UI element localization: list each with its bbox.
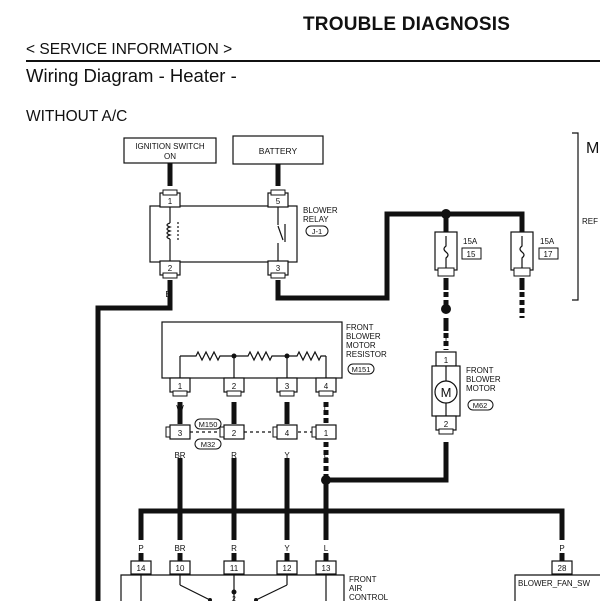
fuse-15-wire: Y xyxy=(443,280,449,289)
resistor-wire-r: R xyxy=(231,404,237,413)
relay-wire-color-b: B xyxy=(165,290,170,299)
splice-points xyxy=(321,209,451,485)
fuse-15: 15A 15 Y xyxy=(434,231,482,289)
blower-fan-sw-pin: 28 xyxy=(558,564,567,573)
resistor-code: M151 xyxy=(352,365,371,374)
connector-wire-br: BR xyxy=(174,451,185,460)
relay-coil-icon xyxy=(166,222,172,240)
motor-label-1: FRONT xyxy=(466,366,494,375)
air-control-wire-p: P xyxy=(138,544,143,553)
relay-pin-1: 1 xyxy=(168,197,173,206)
blower-relay-label-1: BLOWER xyxy=(303,206,338,215)
resistor-label-1: FRONT xyxy=(346,323,374,332)
resistor-pin-3: 3 xyxy=(285,382,290,391)
air-control-label-2: AIR xyxy=(349,584,363,593)
resistor-icon xyxy=(180,350,326,362)
resistor-label-2: BLOWER xyxy=(346,332,381,341)
blower-fan-sw-wire: P xyxy=(559,544,564,553)
relay-pin-3: 3 xyxy=(276,264,281,273)
relay-pin-5: 5 xyxy=(276,197,281,206)
resistor-pin-2: 2 xyxy=(232,382,237,391)
motor-symbol: M xyxy=(441,385,452,400)
fuse-17: 15A 17 Y xyxy=(510,231,559,289)
blower-relay: 1 5 2 3 BLOWER RELAY J-1 B xyxy=(149,189,338,299)
fuse-15-amps: 15A xyxy=(463,237,478,246)
battery-box: BATTERY xyxy=(232,135,324,165)
front-air-control: P BR R Y L 14 10 11 12 13 xyxy=(120,544,389,601)
connector-pin-1: 1 xyxy=(324,429,329,438)
variant-label: WITHOUT A/C xyxy=(26,108,128,125)
motor-label-3: MOTOR xyxy=(466,384,496,393)
connector-code-m32: M32 xyxy=(201,440,216,449)
air-control-pin-13: 13 xyxy=(322,564,331,573)
connector-pin-4: 4 xyxy=(285,429,290,438)
page-title: TROUBLE DIAGNOSIS xyxy=(303,14,511,35)
thick-wires xyxy=(95,163,565,601)
fuse-17-number: 17 xyxy=(544,250,553,259)
connector-pin-2: 2 xyxy=(232,429,237,438)
relay-switch-icon xyxy=(277,225,284,241)
fuse-15-number: 15 xyxy=(467,250,476,259)
air-control-mid-pin: 2 xyxy=(232,596,236,601)
air-control-wire-r: R xyxy=(231,544,237,553)
right-bracket xyxy=(572,132,579,301)
air-control-pin-11: 11 xyxy=(230,564,239,573)
connector-wire-r: R xyxy=(231,451,237,460)
blower-relay-code: J-1 xyxy=(312,227,322,236)
motor-wire-bottom: L xyxy=(444,444,449,453)
diagram-title: Wiring Diagram - Heater - xyxy=(26,65,237,86)
resistor-wire-w: W xyxy=(176,404,184,413)
blower-motor-resistor: 1 2 3 4 FRONT BLOWER MOTOR RESISTOR M151… xyxy=(161,321,387,413)
connector-pin-3: 3 xyxy=(178,429,183,438)
resistor-wire-l: L xyxy=(324,404,329,413)
fuse-icon xyxy=(443,236,449,268)
motor-code: M62 xyxy=(473,401,488,410)
ignition-switch-label: IGNITION SWITCH xyxy=(135,142,205,151)
fuse-icon xyxy=(519,236,525,268)
air-control-wire-br: BR xyxy=(174,544,185,553)
resistor-label-3: MOTOR xyxy=(346,341,376,350)
header-divider xyxy=(26,60,600,62)
connector-wire-l: L xyxy=(324,451,329,460)
air-control-label-3: CONTROL xyxy=(349,593,389,601)
connector-m150-m32: 3 2 4 1 M150 M32 BR R Y L xyxy=(165,418,337,460)
blower-fan-switch: P 28 BLOWER_FAN_SW xyxy=(514,544,600,601)
air-control-pin-14: 14 xyxy=(137,564,146,573)
service-information-label: < SERVICE INFORMATION > xyxy=(26,41,233,58)
resistor-pin-1: 1 xyxy=(178,382,183,391)
air-control-pin-10: 10 xyxy=(176,564,185,573)
fuse-17-wire: Y xyxy=(519,280,525,289)
fuse-17-amps: 15A xyxy=(540,237,555,246)
connector-wire-y: Y xyxy=(284,451,290,460)
ignition-switch-on-label: ON xyxy=(164,152,176,161)
ignition-switch-box: IGNITION SWITCH ON xyxy=(123,137,217,164)
air-control-label-1: FRONT xyxy=(349,575,377,584)
motor-wire-top: Y xyxy=(443,334,449,343)
resistor-label-4: RESISTOR xyxy=(346,350,387,359)
resistor-wire-y: Y xyxy=(284,404,290,413)
battery-label: BATTERY xyxy=(259,146,298,156)
air-control-switch-icon xyxy=(140,575,327,601)
air-control-wire-l: L xyxy=(324,544,329,553)
blower-fan-sw-label: BLOWER_FAN_SW xyxy=(518,579,590,588)
right-cut-label-2: REF xyxy=(582,217,598,226)
motor-label-2: BLOWER xyxy=(466,375,501,384)
relay-pin-2: 2 xyxy=(168,264,173,273)
motor-pin-2: 2 xyxy=(444,420,449,429)
blower-relay-label-2: RELAY xyxy=(303,215,329,224)
air-control-wire-y: Y xyxy=(284,544,290,553)
motor-pin-1: 1 xyxy=(444,356,449,365)
front-blower-motor: Y 1 M 2 FRONT BLOWER MOTOR M62 L xyxy=(431,334,501,453)
resistor-pin-4: 4 xyxy=(324,382,329,391)
air-control-pin-12: 12 xyxy=(283,564,292,573)
connector-code-m150: M150 xyxy=(199,420,218,429)
right-cut-label-1: M xyxy=(586,140,599,157)
